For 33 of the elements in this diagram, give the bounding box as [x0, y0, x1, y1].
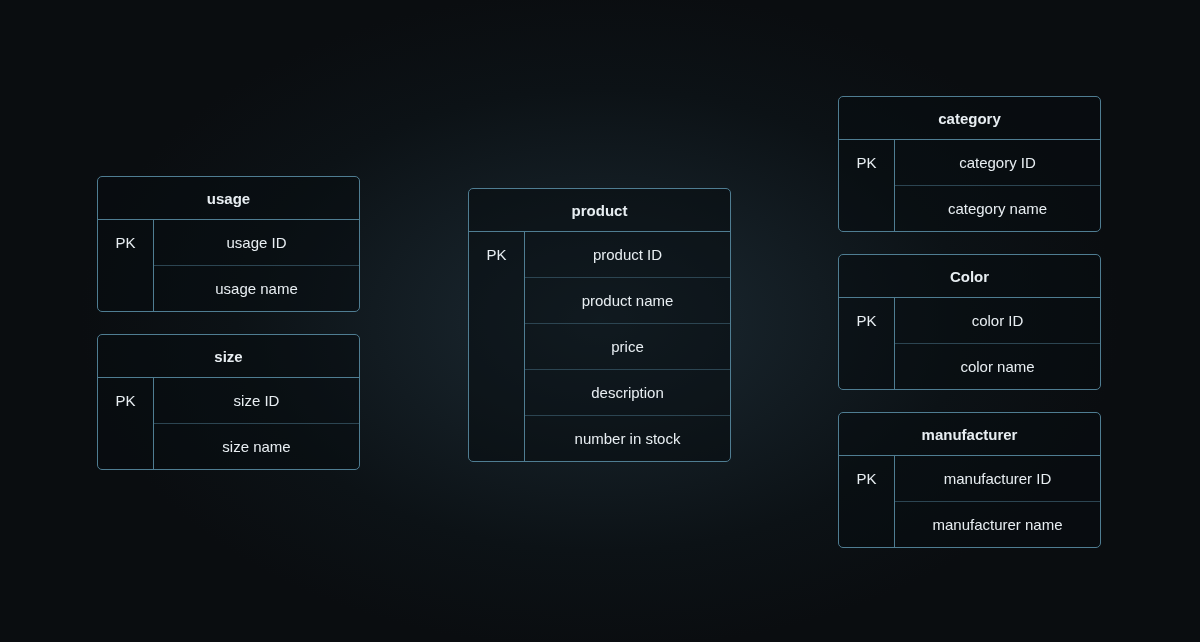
field-name: size name [222, 438, 291, 455]
field-name: manufacturer ID [943, 470, 1052, 487]
table-card [838, 254, 1101, 390]
key-label: PK [114, 234, 137, 251]
field-name: usage ID [226, 234, 287, 251]
field-name: product name [581, 292, 674, 309]
table-card [97, 176, 360, 312]
key-label: PK [485, 246, 508, 263]
key-label: PK [855, 312, 878, 329]
key-label: PK [855, 154, 878, 171]
field-name: price [611, 338, 644, 355]
table-card [838, 96, 1101, 232]
table-title: Color [949, 267, 990, 285]
table-title: usage [206, 189, 251, 207]
key-label: PK [855, 470, 878, 487]
field-name: size ID [233, 392, 280, 409]
table-card [838, 412, 1101, 548]
table-title: manufacturer [921, 425, 1018, 443]
field-name: manufacturer name [932, 516, 1063, 533]
table-card [97, 334, 360, 470]
field-name: color ID [971, 312, 1024, 329]
field-name: category ID [959, 154, 1036, 171]
table-title: size [214, 347, 243, 365]
field-name: color name [960, 358, 1035, 375]
field-name: description [591, 384, 664, 401]
key-label: PK [114, 392, 137, 409]
table-title: product [571, 201, 628, 219]
table-card [468, 188, 731, 462]
field-name: number in stock [574, 430, 681, 447]
table-title: category [938, 109, 1001, 127]
field-name: category name [947, 200, 1048, 217]
field-name: usage name [215, 280, 298, 297]
field-name: product ID [592, 246, 663, 263]
